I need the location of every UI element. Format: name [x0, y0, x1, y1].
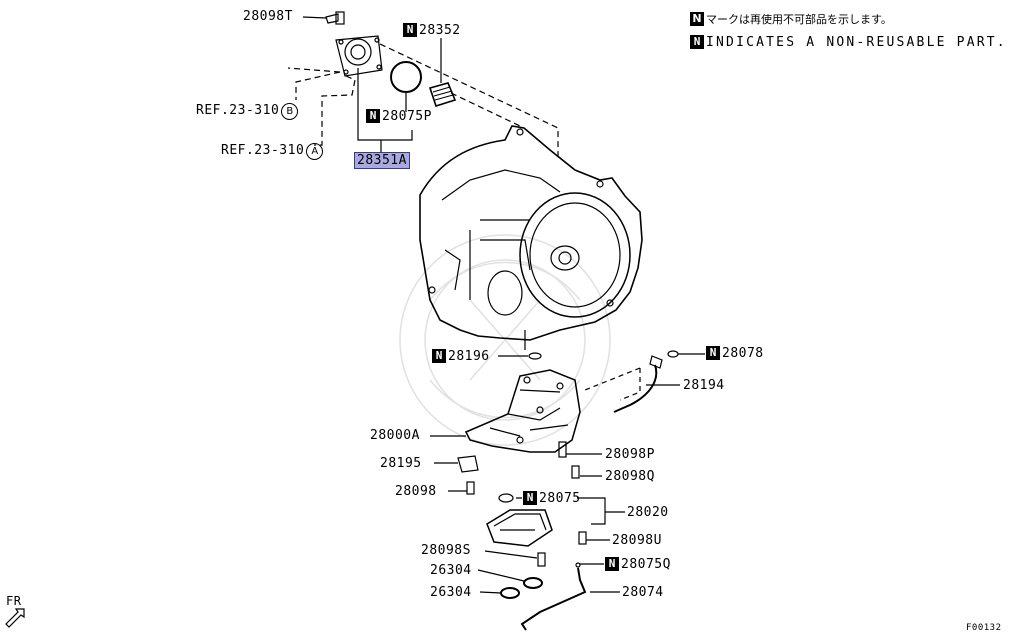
non-reusable-marker-icon: N: [366, 109, 380, 123]
bracket-28195-drawing: [457, 455, 479, 473]
part-label[interactable]: 26304: [430, 585, 472, 600]
transmission-case-drawing: [419, 125, 643, 350]
oil-strainer-28020-drawing: [486, 509, 553, 547]
bolt-28098S-drawing: [537, 552, 546, 567]
non-reusable-marker-icon: N: [690, 12, 704, 26]
upper-dashed-leaders: [287, 43, 559, 160]
part-label[interactable]: 28020: [627, 505, 669, 520]
part-label[interactable]: 28000A: [370, 428, 420, 443]
bolt-28098Q-drawing: [571, 465, 580, 479]
part-label[interactable]: 28098S: [421, 543, 471, 558]
front-arrow-icon: [5, 608, 25, 628]
legend-japanese-text: マークは再使用不可部品を示します。: [706, 13, 892, 26]
non-reusable-marker-icon: N: [690, 35, 704, 49]
bolt-28098P-drawing: [558, 441, 567, 458]
non-reusable-marker-icon: N: [432, 349, 446, 363]
part-label[interactable]: 28098P: [605, 447, 655, 462]
leader-28098S: [484, 550, 538, 559]
o-ring-28075-drawing: [498, 493, 514, 503]
part-label-highlighted[interactable]: 28351A: [354, 152, 410, 169]
leader-26304-lower: [479, 591, 502, 594]
figure-code: F00132: [966, 623, 1002, 633]
non-reusable-marker-icon: N: [605, 557, 619, 571]
tube-28074-drawing: [520, 562, 587, 631]
part-label[interactable]: 28098U: [612, 533, 662, 548]
legend-english-text: INDICATES A NON-REUSABLE PART.: [706, 35, 1007, 50]
solenoid-valve-body-drawing: [335, 35, 383, 77]
bracket-28351A: [357, 68, 413, 152]
bracket-28020: [516, 497, 625, 525]
bolt-28098U-drawing: [578, 531, 587, 545]
part-label[interactable]: 28098T: [243, 9, 293, 24]
gasket-26304-upper-drawing: [523, 577, 543, 589]
leader-28098T: [302, 16, 327, 19]
part-label[interactable]: 28074: [622, 585, 664, 600]
part-label[interactable]: 28098: [395, 484, 437, 499]
bolt-28098-drawing: [466, 481, 475, 495]
leader-26304-upper: [477, 569, 525, 582]
bolt-28098T-drawing: [325, 11, 345, 25]
part-label[interactable]: 28098Q: [605, 469, 655, 484]
non-reusable-marker-icon: N: [706, 346, 720, 360]
reference-marker-b: B: [281, 103, 299, 120]
harness-28194-drawing: [584, 350, 705, 413]
valve-body-28000A-drawing: [430, 369, 581, 453]
front-direction-label: FR: [6, 594, 22, 608]
gasket-26304-lower-drawing: [500, 587, 520, 599]
watermark-emblem: [399, 234, 611, 446]
non-reusable-marker-icon: N: [403, 23, 417, 37]
non-reusable-marker-icon: N: [523, 491, 537, 505]
part-label[interactable]: 28195: [380, 456, 422, 471]
washer-28196-drawing: [528, 352, 542, 360]
filter-28352-drawing: [428, 82, 457, 107]
part-label[interactable]: 26304: [430, 563, 472, 578]
part-label[interactable]: 28194: [683, 378, 725, 393]
reference-marker-a: A: [306, 143, 324, 160]
o-ring-28075P-drawing: [390, 61, 422, 93]
